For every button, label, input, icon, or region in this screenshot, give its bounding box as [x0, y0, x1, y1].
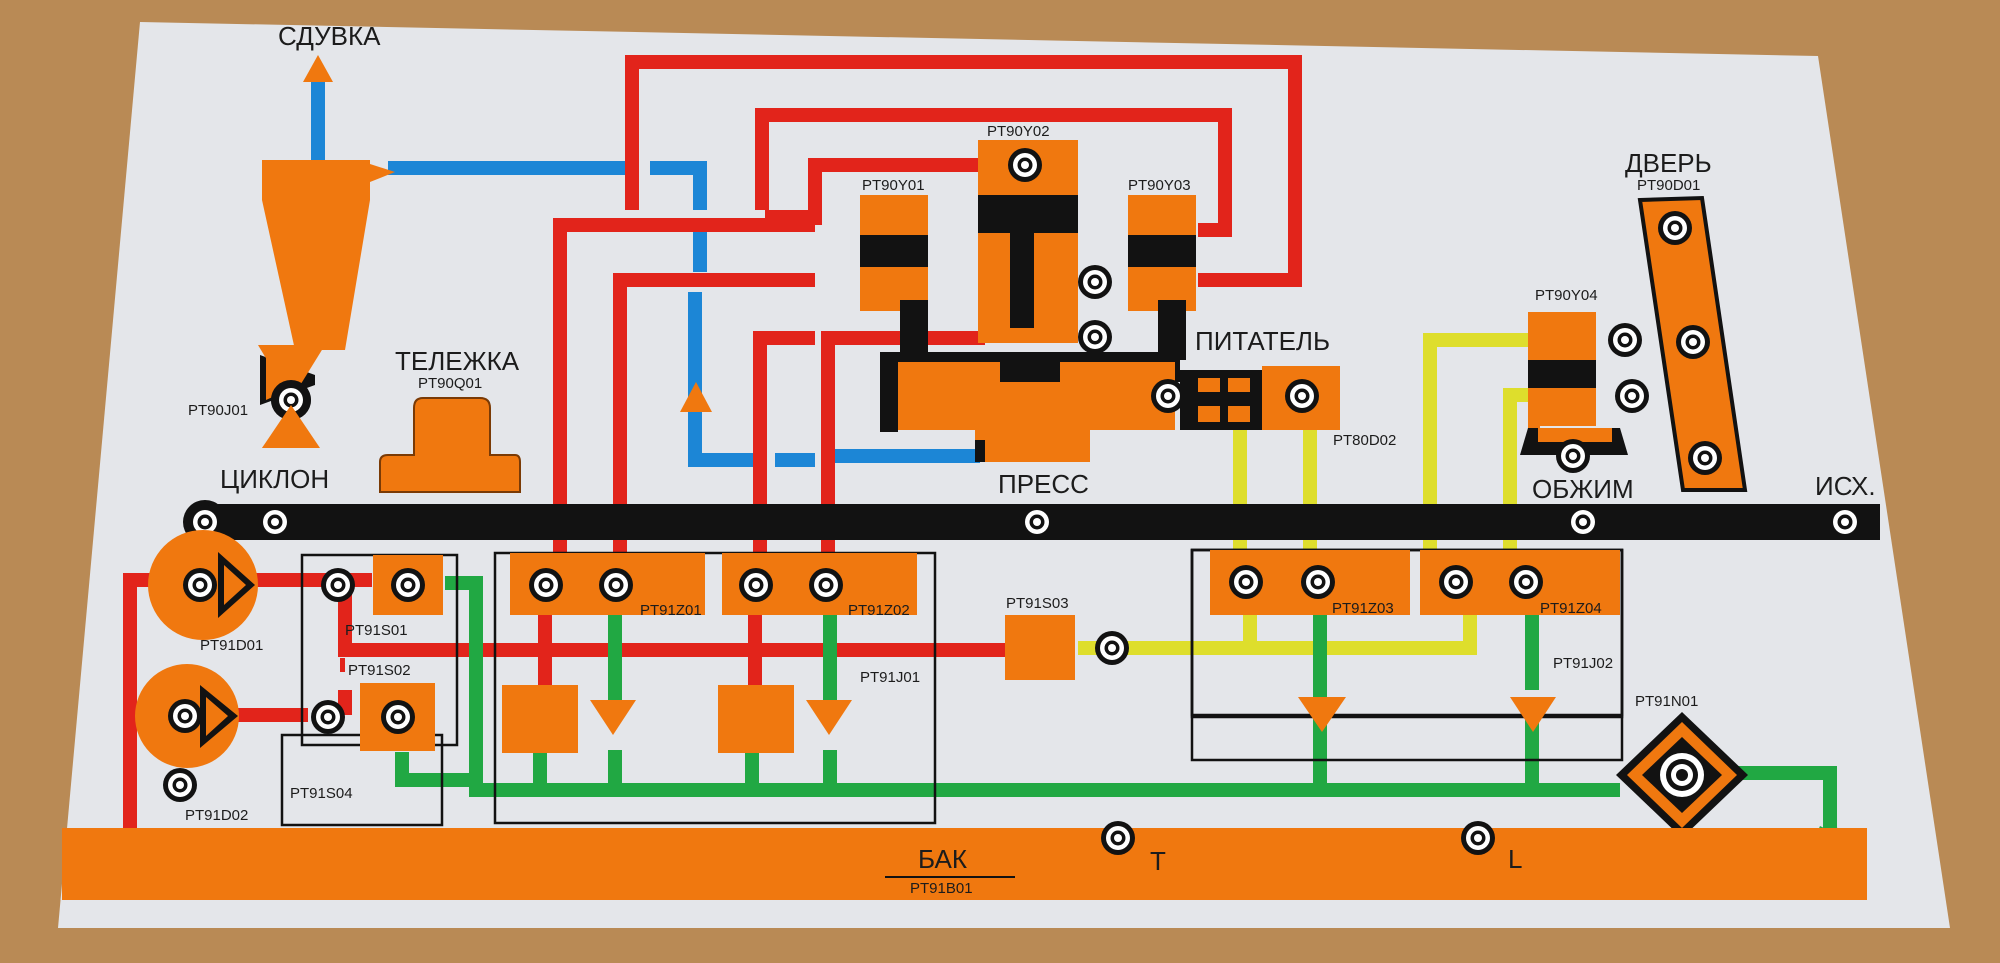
- indicator-s02: [381, 700, 415, 734]
- red-line-z01-b: [613, 273, 815, 553]
- label-pt91s04: PT91S04: [290, 785, 353, 802]
- green-line-main-return: [445, 576, 1620, 797]
- red-line-z01-a: [553, 218, 815, 553]
- label-tsiklon: ЦИКЛОН: [220, 464, 329, 494]
- label-pt91b01: PT91B01: [910, 880, 973, 897]
- label-pt90y02: PT90Y02: [987, 123, 1050, 140]
- indicator-s01-in: [321, 568, 355, 602]
- blue-lines: [311, 80, 980, 467]
- red-line-inner-loop: [755, 108, 1232, 237]
- indicator-y02: [1008, 148, 1042, 182]
- label-pt91z01: PT91Z01: [640, 602, 702, 619]
- indicator-iskh: [1828, 505, 1862, 539]
- label-pt90d01: PT90D01: [1637, 177, 1700, 194]
- sensor-t-indicator: [1101, 821, 1135, 855]
- indicator-y04-b: [1615, 379, 1649, 413]
- indicator-z01-b: [599, 568, 633, 602]
- obzhim-cylinder: [1520, 312, 1628, 455]
- red-line-y01: [808, 158, 985, 225]
- label-pt90j01: PT90J01: [188, 402, 248, 419]
- valve-pt91s03: [1005, 615, 1075, 680]
- cart-telezhka: [379, 397, 521, 493]
- indicator-door-1: [1658, 211, 1692, 245]
- label-dver: ДВЕРЬ: [1625, 148, 1712, 178]
- label-pt91s02: PT91S02: [348, 662, 411, 679]
- label-obzhim: ОБЖИМ: [1532, 474, 1634, 504]
- label-pt90y01: PT90Y01: [862, 177, 925, 194]
- arrow-up-sduvka: [303, 55, 333, 82]
- red-lines: [95, 55, 1302, 862]
- blue-line-segment: [650, 161, 707, 210]
- indicator-door-2: [1676, 325, 1710, 359]
- blue-line-return: [688, 292, 755, 467]
- yellow-line-obzhim-a: [1423, 333, 1530, 555]
- red-line-s03: [338, 580, 1008, 657]
- label-bak: БАК: [918, 844, 967, 874]
- indicator-tsiklon: [258, 505, 292, 539]
- label-pt91n01: PT91N01: [1635, 693, 1698, 710]
- label-pt91d01: PT91D01: [200, 637, 263, 654]
- indicator-press-2: [1078, 320, 1112, 354]
- indicator-s02-in: [311, 700, 345, 734]
- label-pt91z03: PT91Z03: [1332, 600, 1394, 617]
- indicator-obzhim: [1566, 505, 1600, 539]
- label-pt91z02: PT91Z02: [848, 602, 910, 619]
- indicator-pump-1: [183, 568, 217, 602]
- label-pt90y03: PT90Y03: [1128, 177, 1191, 194]
- indicator-door-3: [1688, 441, 1722, 475]
- indicator-z02-a: [739, 568, 773, 602]
- label-pt91s03: PT91S03: [1006, 595, 1069, 612]
- indicator-s03: [1095, 631, 1129, 665]
- tank-bak: [62, 828, 1867, 900]
- indicator-z02-b: [809, 568, 843, 602]
- label-pt80d02: PT80D02: [1333, 432, 1396, 449]
- indicator-z04-a: [1439, 565, 1473, 599]
- indicator-pump-2b: [163, 768, 197, 802]
- indicator-z04-b: [1509, 565, 1543, 599]
- accumulator-1: [502, 685, 578, 753]
- indicator-s01: [391, 568, 425, 602]
- indicator-press: [1020, 505, 1054, 539]
- label-sensor-t: T: [1150, 846, 1166, 876]
- red-line-z02-a: [753, 331, 815, 553]
- label-sduvka: СДУВКА: [278, 21, 381, 51]
- red-line-outer-loop: [625, 55, 1302, 287]
- label-pt91d02: PT91D02: [185, 807, 248, 824]
- label-telezhka: ТЕЛЕЖКА: [395, 346, 520, 376]
- filter-pt91n01: [1616, 712, 1748, 838]
- indicator-z01-a: [529, 568, 563, 602]
- indicator-pump-2: [168, 699, 202, 733]
- label-pitatel: ПИТАТЕЛЬ: [1195, 326, 1330, 356]
- label-iskh: ИСХ.: [1815, 471, 1876, 501]
- indicator-press-3: [1151, 379, 1185, 413]
- red-line-z02-b: [821, 331, 985, 553]
- sensor-l-indicator: [1461, 821, 1495, 855]
- green-line-filter-out: [1725, 766, 1837, 830]
- arrow-up-blue: [680, 382, 712, 412]
- label-pt91s01: PT91S01: [345, 622, 408, 639]
- label-sensor-l: L: [1508, 844, 1522, 874]
- label-pt91j01: PT91J01: [860, 669, 920, 686]
- cyclone: [258, 160, 395, 448]
- indicator-z03-a: [1229, 565, 1263, 599]
- label-pt90y04: PT90Y04: [1535, 287, 1598, 304]
- indicator-y04-a: [1608, 323, 1642, 357]
- label-pt91z04: PT91Z04: [1540, 600, 1602, 617]
- accumulator-2: [718, 685, 794, 753]
- indicator-press-1: [1078, 265, 1112, 299]
- indicator-feeder: [1285, 379, 1319, 413]
- indicator-obzhim-cyl: [1556, 439, 1590, 473]
- label-pt91j02: PT91J02: [1553, 655, 1613, 672]
- yellow-line-s03: [1078, 615, 1477, 655]
- label-press: ПРЕСС: [998, 469, 1089, 499]
- indicator-z03-b: [1301, 565, 1335, 599]
- label-pt90q01: PT90Q01: [418, 375, 482, 392]
- return-arrows: [590, 697, 1556, 735]
